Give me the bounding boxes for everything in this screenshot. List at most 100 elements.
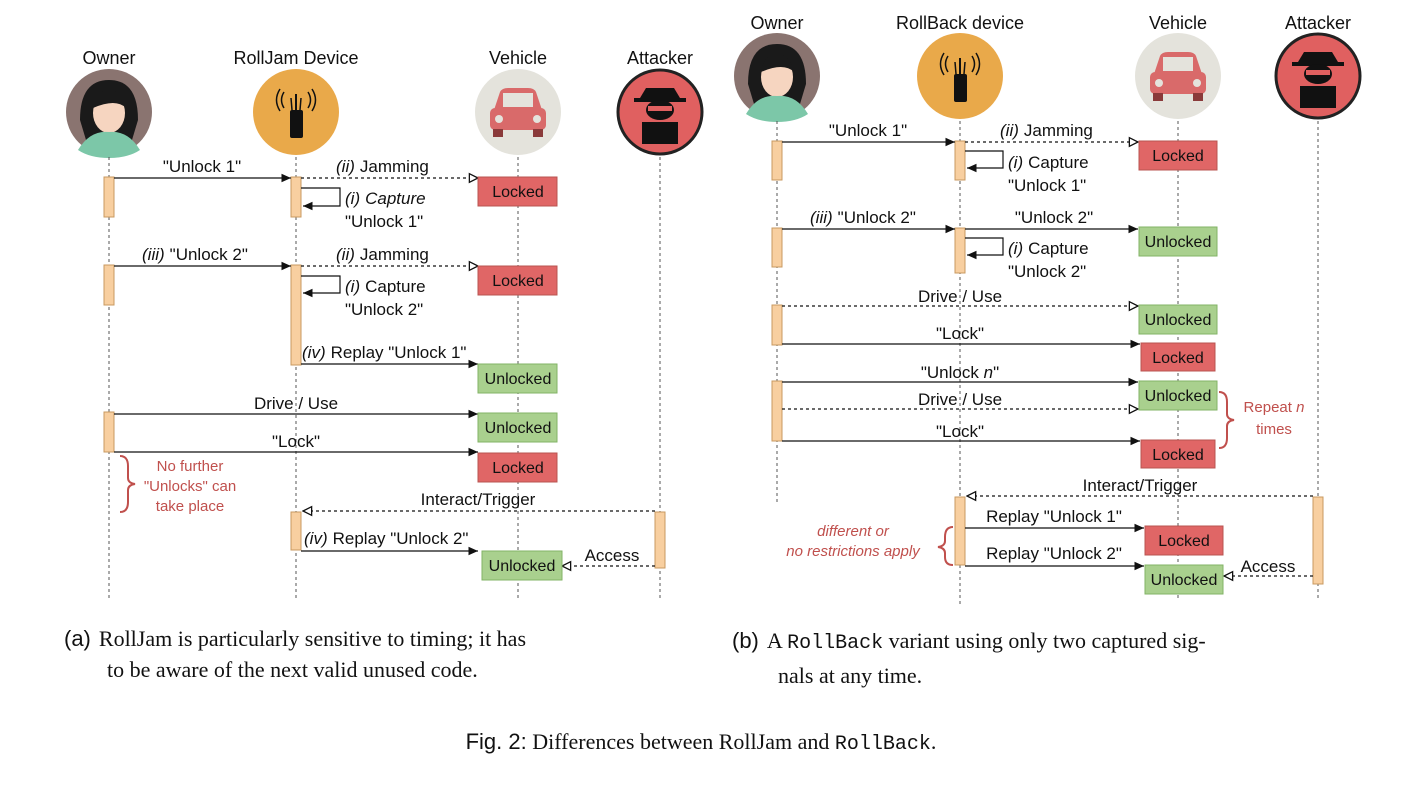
state-box: Locked — [1140, 342, 1216, 372]
no-further-note-3: take place — [156, 498, 224, 515]
caption-a-line-2: to be aware of the next valid unused cod… — [107, 657, 478, 682]
msg-unlock1-label: "Unlock 1" — [829, 121, 907, 140]
activation-bar — [954, 227, 966, 274]
state-box: Unlocked — [477, 412, 558, 443]
msg-unlock1-label: "Unlock 1" — [163, 157, 241, 176]
caption-b-line-2: nals at any time. — [778, 663, 922, 688]
activation-bar — [771, 227, 783, 268]
capture1-label-b: "Unlock 1" — [1008, 176, 1086, 195]
svg-text:Locked: Locked — [1152, 148, 1204, 165]
svg-text:Locked: Locked — [1158, 533, 1210, 550]
hacker-icon — [616, 68, 704, 156]
caption-b-line-1: (b)A RollBack variant using only two cap… — [732, 628, 1206, 655]
msg-lock1-label: "Lock" — [936, 324, 984, 343]
msg-replay1-label: Replay "Unlock 1" — [986, 507, 1122, 526]
state-box: Unlocked — [1138, 304, 1218, 335]
svg-text:Unlocked: Unlocked — [1151, 572, 1218, 589]
figure-caption: Fig. 2: Differences between RollJam and … — [466, 729, 937, 756]
svg-text:Locked: Locked — [492, 273, 544, 290]
msg-interact-label: Interact/Trigger — [1083, 476, 1198, 495]
activation-bar — [290, 176, 302, 218]
state-box: Unlocked — [477, 363, 558, 394]
restriction-brace — [937, 526, 954, 566]
activation-bar — [290, 511, 302, 551]
capture1-label-a: (i)Capture — [1008, 153, 1089, 172]
actor-owner-label: Owner — [82, 48, 135, 68]
activation-bar — [954, 496, 966, 566]
svg-text:Unlocked: Unlocked — [485, 420, 552, 437]
svg-text:Unlocked: Unlocked — [1145, 388, 1212, 405]
state-box: Locked — [1144, 525, 1224, 556]
capture2-label-b: "Unlock 2" — [345, 300, 423, 319]
msg-replay2-label: (iv)Replay "Unlock 2" — [304, 529, 468, 548]
antenna-device-icon — [253, 69, 339, 155]
msg-unlockn-label: "Unlock n" — [921, 363, 999, 382]
msg-replay1-label: (iv)Replay "Unlock 1" — [302, 343, 466, 362]
msg-unlock2-label: (iii)"Unlock 2" — [142, 245, 248, 264]
actor-rolljam-label: RollJam Device — [233, 48, 358, 68]
state-box: Locked — [1140, 439, 1216, 469]
actor-vehicle-label: Vehicle — [1149, 13, 1207, 33]
state-box: Locked — [477, 452, 558, 483]
msg-replay2-label: Replay "Unlock 2" — [986, 544, 1122, 563]
activation-bar — [1312, 496, 1324, 585]
activation-bar — [954, 140, 966, 181]
self-capture2-arrow — [965, 237, 1004, 260]
owner-avatar-icon — [66, 69, 152, 158]
no-further-brace — [119, 455, 136, 513]
car-icon — [1135, 33, 1221, 119]
capture1-label-b: "Unlock 1" — [345, 212, 423, 231]
repeat-brace — [1218, 391, 1235, 449]
activation-bar — [103, 264, 115, 306]
msg-drive1-label: Drive / Use — [918, 287, 1002, 306]
restriction-note-2: no restrictions apply — [786, 543, 921, 560]
owner-avatar-icon — [734, 33, 820, 122]
state-box: Locked — [477, 176, 558, 207]
msg-lock2-label: "Lock" — [936, 422, 984, 441]
activation-bar — [654, 511, 666, 569]
car-icon — [475, 69, 561, 155]
actor-attacker-label: Attacker — [1285, 13, 1351, 33]
caption-a-line-1: (a)RollJam is particularly sensitive to … — [64, 626, 526, 651]
no-further-note-2: "Unlocks" can — [144, 478, 236, 495]
self-capture1-arrow — [965, 150, 1004, 173]
msg-jam1-label: (ii)Jamming — [336, 157, 429, 176]
svg-text:Unlocked: Unlocked — [1145, 312, 1212, 329]
svg-text:Locked: Locked — [492, 184, 544, 201]
capture2-label-a: (i)Capture — [1008, 239, 1089, 258]
self-capture1-arrow — [301, 187, 341, 211]
msg-drive-label: Drive / Use — [254, 394, 338, 413]
repeat-note-1: Repeat n — [1244, 399, 1305, 416]
antenna-device-icon — [917, 33, 1003, 119]
activation-bar — [103, 411, 115, 453]
svg-text:Unlocked: Unlocked — [485, 371, 552, 388]
actor-vehicle-label: Vehicle — [489, 48, 547, 68]
activation-bar — [771, 304, 783, 346]
state-box: Locked — [477, 265, 558, 296]
capture1-label-a: (i)Capture — [345, 189, 426, 208]
state-box: Unlocked — [1144, 564, 1224, 595]
restriction-note-1: different or — [817, 523, 890, 540]
msg-access-label: Access — [585, 546, 640, 565]
svg-text:Locked: Locked — [492, 460, 544, 477]
state-box: Unlocked — [1138, 226, 1218, 257]
msg-lock-label: "Lock" — [272, 432, 320, 451]
actor-owner-label: Owner — [750, 13, 803, 33]
capture2-label-b: "Unlock 2" — [1008, 262, 1086, 281]
svg-text:Unlocked: Unlocked — [489, 558, 556, 575]
activation-bar — [771, 380, 783, 442]
activation-bar — [290, 264, 302, 366]
msg-access-label: Access — [1241, 557, 1296, 576]
msg-jam-label: (ii)Jamming — [1000, 121, 1093, 140]
actor-attacker-label: Attacker — [627, 48, 693, 68]
svg-text:Unlocked: Unlocked — [1145, 234, 1212, 251]
msg-unlock2-label: (iii)"Unlock 2" — [810, 208, 916, 227]
svg-text:Locked: Locked — [1152, 350, 1204, 367]
no-further-note-1: No further — [157, 458, 224, 475]
panel-a: Owner RollJam Device Vehicle Attacker — [64, 48, 704, 682]
activation-bar — [771, 140, 783, 181]
activation-bar — [103, 176, 115, 218]
actor-rollback-label: RollBack device — [896, 13, 1024, 33]
capture2-label-a: (i)Capture — [345, 277, 426, 296]
